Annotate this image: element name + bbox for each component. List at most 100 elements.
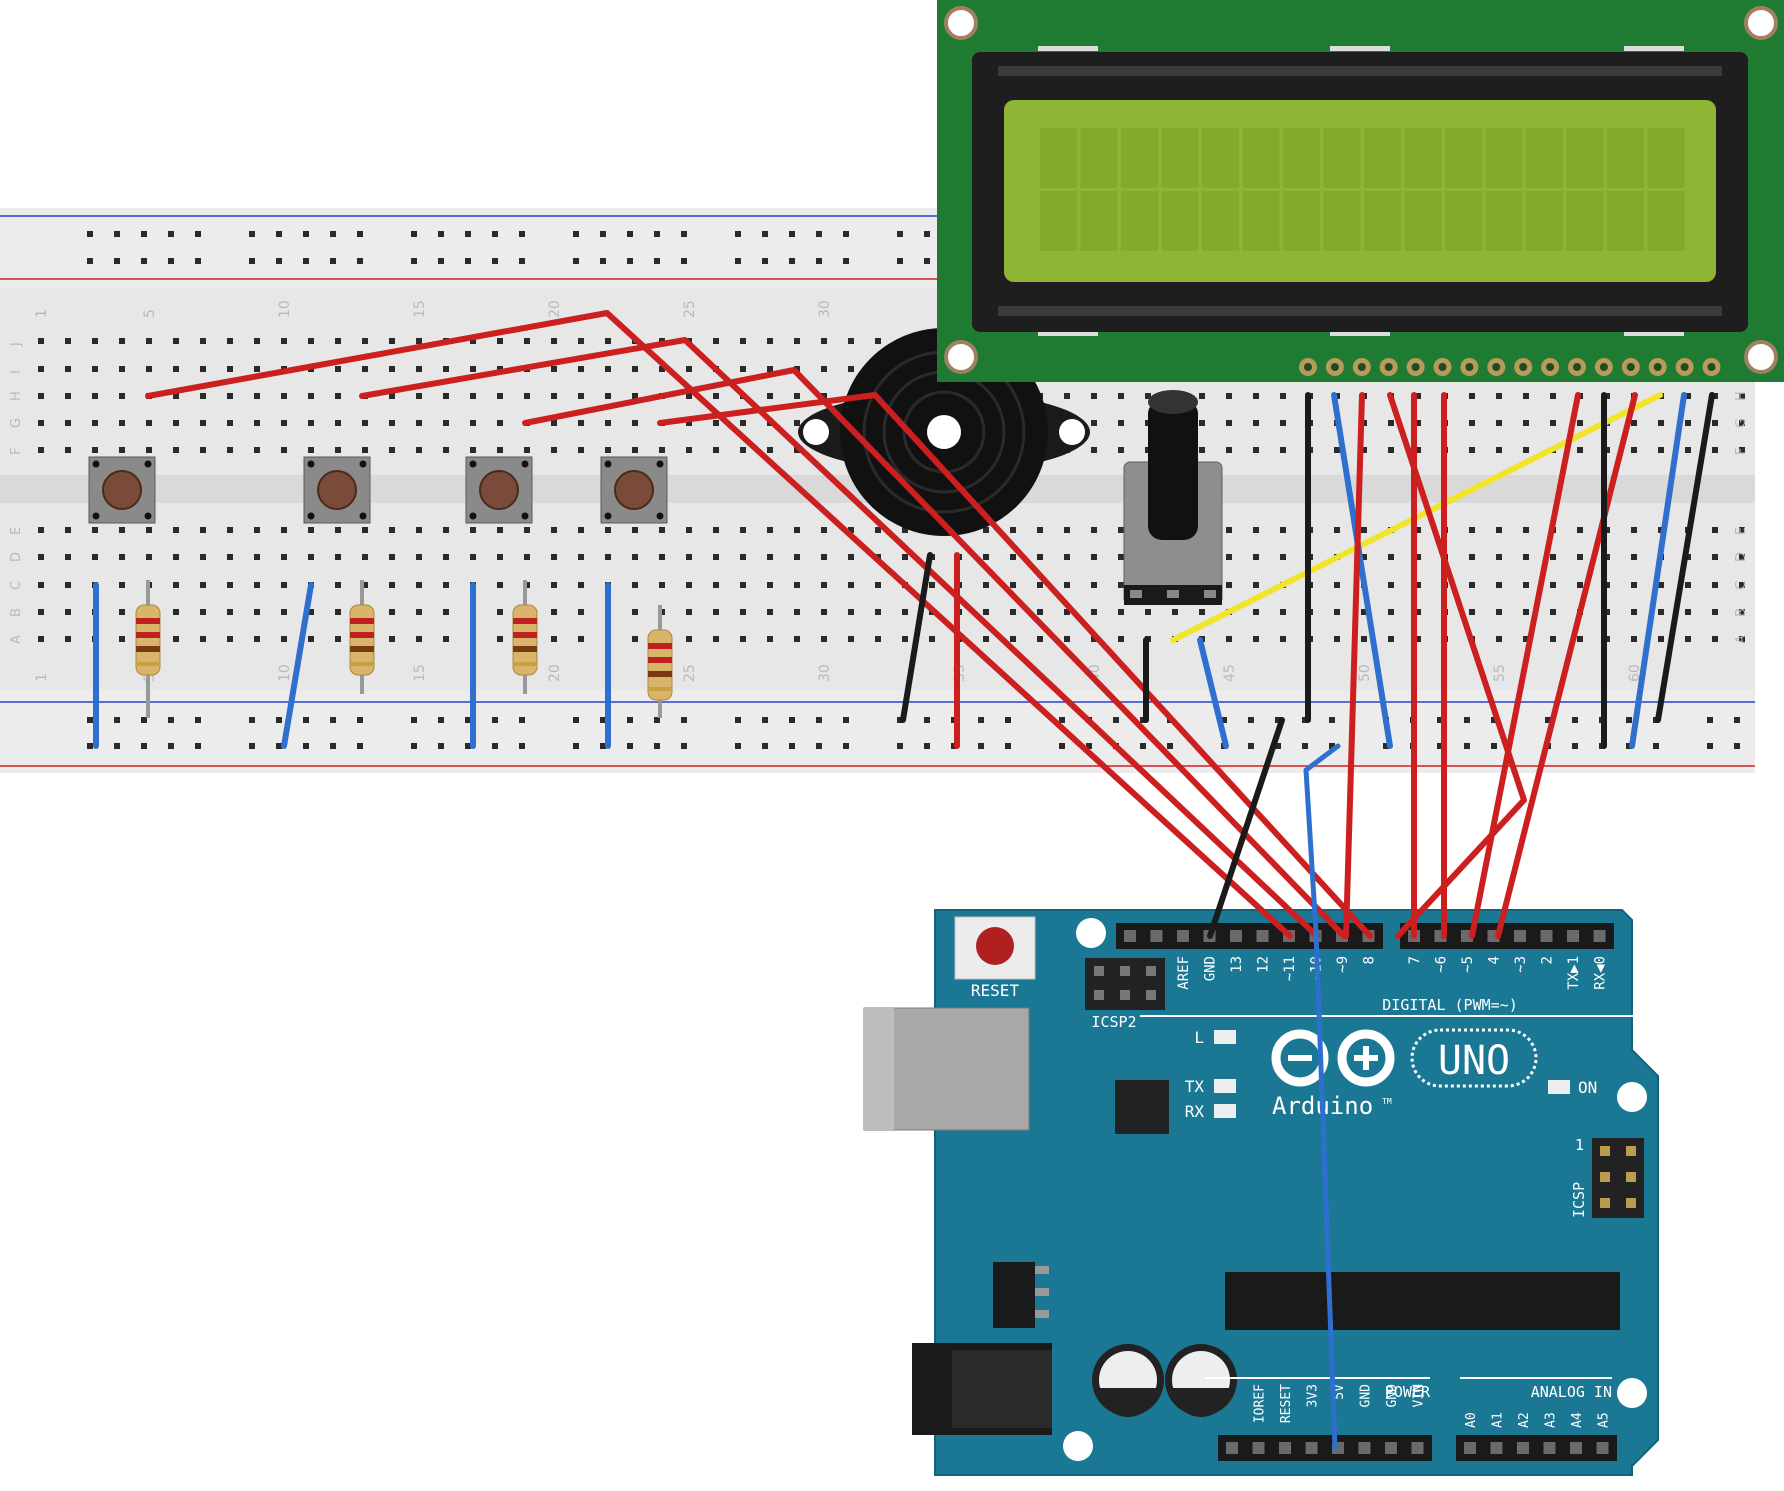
breadboard-hole[interactable] <box>200 393 206 399</box>
breadboard-hole[interactable] <box>524 527 530 533</box>
breadboard-hole[interactable] <box>1118 636 1124 642</box>
breadboard-hole[interactable] <box>1361 527 1367 533</box>
breadboard-hole[interactable] <box>335 609 341 615</box>
breadboard-hole[interactable] <box>254 636 260 642</box>
rail-hole[interactable] <box>1275 743 1281 749</box>
breadboard-hole[interactable] <box>362 582 368 588</box>
breadboard-hole[interactable] <box>1064 582 1070 588</box>
breadboard-hole[interactable] <box>443 582 449 588</box>
breadboard-hole[interactable] <box>605 366 611 372</box>
breadboard-hole[interactable] <box>1334 609 1340 615</box>
breadboard-hole[interactable] <box>1064 393 1070 399</box>
rail-hole[interactable] <box>600 231 606 237</box>
header-pin[interactable] <box>1177 930 1189 942</box>
breadboard-hole[interactable] <box>281 447 287 453</box>
breadboard-hole[interactable] <box>686 554 692 560</box>
breadboard-hole[interactable] <box>551 420 557 426</box>
breadboard-hole[interactable] <box>632 636 638 642</box>
breadboard-hole[interactable] <box>632 447 638 453</box>
rail-hole[interactable] <box>1734 743 1740 749</box>
breadboard-hole[interactable] <box>875 582 881 588</box>
breadboard-hole[interactable] <box>200 366 206 372</box>
breadboard-hole[interactable] <box>713 636 719 642</box>
breadboard-hole[interactable] <box>1199 447 1205 453</box>
breadboard-hole[interactable] <box>389 447 395 453</box>
breadboard-hole[interactable] <box>38 527 44 533</box>
breadboard-hole[interactable] <box>713 527 719 533</box>
breadboard-hole[interactable] <box>1685 393 1691 399</box>
breadboard-hole[interactable] <box>929 636 935 642</box>
breadboard-hole[interactable] <box>659 554 665 560</box>
rail-hole[interactable] <box>681 258 687 264</box>
breadboard-hole[interactable] <box>92 393 98 399</box>
breadboard-hole[interactable] <box>821 609 827 615</box>
rail-hole[interactable] <box>843 743 849 749</box>
rail-hole[interactable] <box>249 231 255 237</box>
breadboard-hole[interactable] <box>254 393 260 399</box>
breadboard-hole[interactable] <box>1280 393 1286 399</box>
breadboard-hole[interactable] <box>416 393 422 399</box>
rail-hole[interactable] <box>924 717 930 723</box>
breadboard-hole[interactable] <box>1577 420 1583 426</box>
breadboard-hole[interactable] <box>1118 582 1124 588</box>
breadboard-hole[interactable] <box>1496 447 1502 453</box>
breadboard-hole[interactable] <box>497 636 503 642</box>
breadboard-hole[interactable] <box>416 609 422 615</box>
rail-hole[interactable] <box>195 717 201 723</box>
rail-hole[interactable] <box>141 258 147 264</box>
rail-hole[interactable] <box>789 743 795 749</box>
breadboard-hole[interactable] <box>1469 527 1475 533</box>
breadboard-hole[interactable] <box>308 447 314 453</box>
rail-hole[interactable] <box>1005 717 1011 723</box>
breadboard-hole[interactable] <box>38 447 44 453</box>
breadboard-hole[interactable] <box>281 609 287 615</box>
breadboard-hole[interactable] <box>1658 636 1664 642</box>
breadboard-hole[interactable] <box>497 609 503 615</box>
breadboard-hole[interactable] <box>1280 527 1286 533</box>
rail-hole[interactable] <box>924 743 930 749</box>
wire-blue-pot-5v[interactable] <box>1197 637 1229 749</box>
breadboard-hole[interactable] <box>389 338 395 344</box>
breadboard-hole[interactable] <box>1523 636 1529 642</box>
breadboard-hole[interactable] <box>389 582 395 588</box>
wire-red-lcd-d6[interactable] <box>1469 392 1581 939</box>
breadboard-hole[interactable] <box>416 366 422 372</box>
breadboard-hole[interactable] <box>38 338 44 344</box>
breadboard-hole[interactable] <box>1091 582 1097 588</box>
breadboard-hole[interactable] <box>416 338 422 344</box>
rail-hole[interactable] <box>195 258 201 264</box>
rail-hole[interactable] <box>1464 743 1470 749</box>
breadboard-hole[interactable] <box>1091 393 1097 399</box>
breadboard-hole[interactable] <box>389 366 395 372</box>
breadboard-hole[interactable] <box>92 366 98 372</box>
breadboard-hole[interactable] <box>1172 609 1178 615</box>
rail-hole[interactable] <box>465 717 471 723</box>
breadboard-hole[interactable] <box>1469 609 1475 615</box>
rail-hole[interactable] <box>1329 743 1335 749</box>
breadboard-hole[interactable] <box>1469 447 1475 453</box>
rail-hole[interactable] <box>897 231 903 237</box>
breadboard-hole[interactable] <box>470 420 476 426</box>
breadboard-hole[interactable] <box>659 582 665 588</box>
breadboard-hole[interactable] <box>281 554 287 560</box>
breadboard-hole[interactable] <box>173 393 179 399</box>
breadboard-hole[interactable] <box>659 447 665 453</box>
breadboard-hole[interactable] <box>200 609 206 615</box>
breadboard-hole[interactable] <box>1415 527 1421 533</box>
breadboard-hole[interactable] <box>821 582 827 588</box>
breadboard-hole[interactable] <box>1739 582 1745 588</box>
breadboard-hole[interactable] <box>146 366 152 372</box>
breadboard-hole[interactable] <box>821 366 827 372</box>
breadboard-hole[interactable] <box>1145 393 1151 399</box>
breadboard-hole[interactable] <box>1280 609 1286 615</box>
breadboard-hole[interactable] <box>578 447 584 453</box>
breadboard-hole[interactable] <box>767 636 773 642</box>
header-pin[interactable] <box>1567 930 1579 942</box>
breadboard-hole[interactable] <box>1199 609 1205 615</box>
rail-hole[interactable] <box>924 231 930 237</box>
breadboard-hole[interactable] <box>119 527 125 533</box>
rail-hole[interactable] <box>438 717 444 723</box>
breadboard-hole[interactable] <box>551 527 557 533</box>
breadboard-hole[interactable] <box>1037 609 1043 615</box>
rail-hole[interactable] <box>195 231 201 237</box>
